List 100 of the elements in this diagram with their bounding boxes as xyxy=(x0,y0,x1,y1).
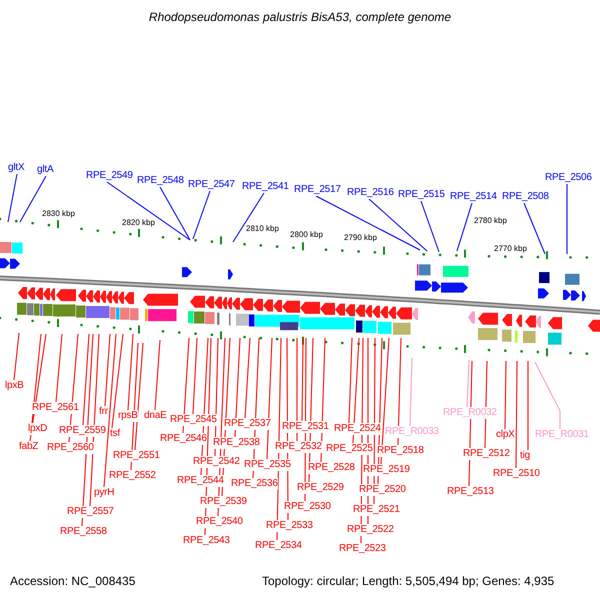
gene-label: RPE_2544 xyxy=(177,475,224,487)
gene-label: rpsB xyxy=(118,410,138,422)
scale-label: 2780 kbp xyxy=(474,216,507,225)
scale-label: 2830 kbp xyxy=(42,209,75,218)
leader-line xyxy=(368,198,428,252)
gene-label: RPE_2531 xyxy=(282,421,329,433)
gene-label: gltX xyxy=(8,162,24,174)
gene-label: RPE_2560 xyxy=(47,442,94,454)
gene-label: RPE_2521 xyxy=(353,504,400,516)
leader-line xyxy=(32,334,42,424)
leader-line xyxy=(192,338,198,414)
leader-line xyxy=(352,338,360,444)
gene-label: RPE_2520 xyxy=(359,484,406,496)
leader-line xyxy=(232,192,264,242)
gene-label: RPE_2561 xyxy=(32,402,79,414)
gene-label: lpxB xyxy=(5,380,24,392)
gene-label: RPE_2506 xyxy=(545,172,592,184)
gene-label: RPE_2551 xyxy=(113,450,160,462)
leader-line xyxy=(20,176,46,222)
leader-line xyxy=(316,196,420,250)
leader-line xyxy=(134,342,144,450)
leader-line xyxy=(484,360,488,448)
gene-label: RPE_2536 xyxy=(231,478,278,490)
leader-line xyxy=(192,190,210,240)
gene-label: RPE_2559 xyxy=(59,425,106,437)
gene-label: RPE_2546 xyxy=(160,433,207,445)
gene-label: RPE_2525 xyxy=(326,443,373,455)
gene-label: RPE_2549 xyxy=(86,170,133,182)
leader-line xyxy=(104,334,116,488)
gene-label: RPE_2535 xyxy=(244,459,291,471)
gene-label: RPE_2532 xyxy=(275,441,322,453)
gene-label: RPE_2533 xyxy=(266,520,313,532)
gene-label: RPE_2539 xyxy=(200,496,247,508)
gene-label: RPE_2523 xyxy=(339,543,386,555)
gene-label: RPE_2545 xyxy=(170,414,217,426)
leader-line xyxy=(56,334,62,402)
gene-label: RPE_2517 xyxy=(294,184,341,196)
leader-line xyxy=(534,362,560,430)
gene-label: RPE_2528 xyxy=(308,462,355,474)
leader-line xyxy=(8,174,18,222)
leader-line xyxy=(90,334,100,506)
gene-label: RPE_2548 xyxy=(137,175,184,187)
leader-line xyxy=(380,338,390,464)
gene-label: pyrH xyxy=(94,487,114,499)
gene-label: RPE_2557 xyxy=(67,506,114,518)
leader-line xyxy=(296,338,298,442)
leader-line xyxy=(348,338,352,424)
gene-label: RPE_2522 xyxy=(347,524,394,536)
leader-line xyxy=(14,332,20,380)
gene-label: RPE_2534 xyxy=(255,540,302,552)
scale-label: 2810 kbp xyxy=(246,224,279,233)
leader-line xyxy=(112,334,124,428)
scale-label: 2770 kbp xyxy=(494,244,527,253)
leader-line xyxy=(302,338,304,422)
gene-label: RPE_2514 xyxy=(450,191,497,203)
leader-line xyxy=(182,338,190,434)
gene-label: RPE_2547 xyxy=(188,179,235,191)
gene-label: RPE_2537 xyxy=(224,418,271,430)
leader-line xyxy=(466,360,470,408)
leader-line xyxy=(420,200,440,252)
leader-line xyxy=(128,334,134,410)
scale-label: 2820 kbp xyxy=(122,218,155,227)
gene-label: RPE_2543 xyxy=(183,535,230,547)
leader-line xyxy=(130,342,138,470)
gene-label: RPE_2529 xyxy=(297,482,344,494)
gene-label: RPE_2530 xyxy=(284,501,331,513)
gene-label: RPE_2516 xyxy=(347,187,394,199)
gene-label: RPE_2538 xyxy=(213,437,260,449)
gene-label: gltA xyxy=(37,164,54,176)
gene-label: RPE_2513 xyxy=(447,486,494,498)
leader-line xyxy=(516,360,518,468)
gene-label: RPE_2541 xyxy=(242,181,289,193)
footer-text: Accession: NC_008435 xyxy=(10,574,136,588)
leader-line xyxy=(234,338,240,438)
gene-label: clpX xyxy=(496,429,515,441)
gene-label: RPE_2515 xyxy=(398,189,445,201)
gene-label: RPE_2519 xyxy=(363,464,410,476)
gene-label: RPE_2542 xyxy=(193,456,240,468)
leader-line xyxy=(244,338,250,418)
scale-label: 2800 kbp xyxy=(290,230,323,239)
leader-line xyxy=(566,184,568,254)
leader-line xyxy=(82,334,90,426)
gene-label: RPE_R0033 xyxy=(385,426,439,438)
gene-label: RPE_2508 xyxy=(502,191,549,203)
leader-line xyxy=(266,338,272,460)
gene-label: RPE_2512 xyxy=(463,448,510,460)
leader-line xyxy=(106,182,190,240)
scale-label: 2790 kbp xyxy=(344,233,377,242)
gene-label: RPE_2524 xyxy=(334,423,381,435)
title-text: Rhodopseudomonas palustris BisA53, complete genome xyxy=(148,10,452,24)
leader-line xyxy=(104,334,110,406)
gene-label: RPE_R0031 xyxy=(535,429,589,441)
gene-label: RPE_2518 xyxy=(377,445,424,457)
leader-line xyxy=(524,202,546,254)
leader-line xyxy=(398,338,402,446)
leader-line xyxy=(160,186,190,240)
gene-label: tig xyxy=(520,450,530,462)
leader-line xyxy=(410,358,412,426)
gene-label: RPE_2558 xyxy=(60,526,107,538)
gene-label: RPE_2510 xyxy=(493,468,540,480)
